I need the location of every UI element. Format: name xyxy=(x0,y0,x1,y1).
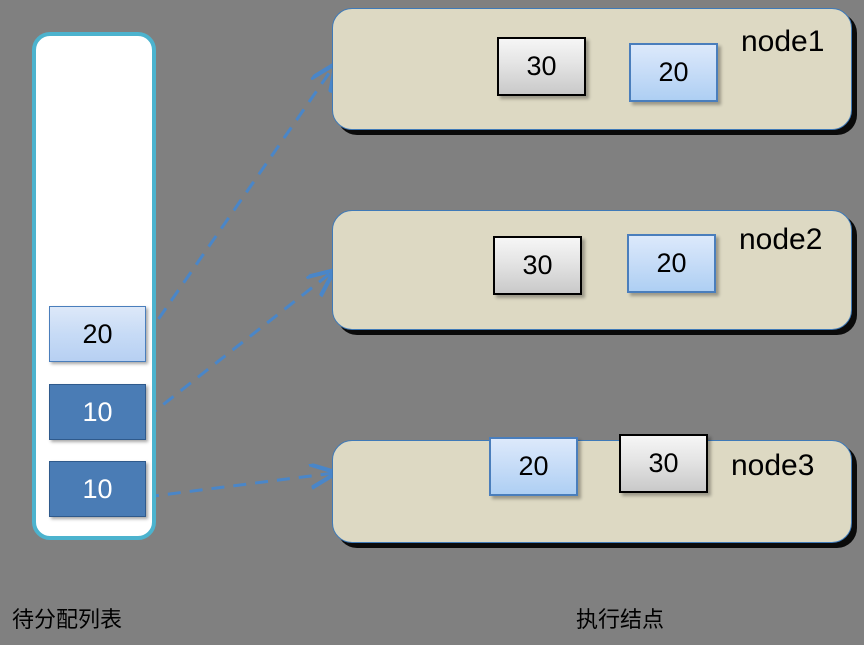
node2-chip-0-value: 30 xyxy=(522,250,553,280)
node2-chip-0[interactable]: 30 xyxy=(493,236,582,295)
pending-list-item-2[interactable]: 10 xyxy=(49,461,146,517)
pending-list-item-1[interactable]: 10 xyxy=(49,384,146,440)
node3-chip-0[interactable]: 20 xyxy=(489,437,578,496)
arrow-item0-to-node1 xyxy=(144,66,334,338)
node3-chip-1[interactable]: 30 xyxy=(619,434,708,493)
nodes-section-caption: 执行结点 xyxy=(576,608,665,633)
node1-chip-1[interactable]: 20 xyxy=(629,43,718,102)
pending-list-caption: 待分配列表 xyxy=(12,608,123,633)
pending-list-item-2-value: 10 xyxy=(82,473,113,504)
node2-chip-1[interactable]: 20 xyxy=(627,234,716,293)
arrow-item2-to-node3 xyxy=(145,473,334,499)
node1-label: node1 xyxy=(741,25,825,58)
pending-list-container: 20 10 10 xyxy=(32,32,156,540)
node2-chip-1-value: 20 xyxy=(656,248,687,278)
node-panel-3[interactable]: 20 30 node3 xyxy=(332,434,852,543)
node3-chip-0-value: 20 xyxy=(518,451,549,481)
pending-list-item-0-value: 20 xyxy=(82,318,113,349)
node1-chip-0-value: 30 xyxy=(526,51,557,81)
node3-chip-1-value: 30 xyxy=(648,448,679,478)
pending-list-item-0[interactable]: 20 xyxy=(49,306,146,362)
arrow-item1-to-node2 xyxy=(145,272,332,420)
node1-chip-1-value: 20 xyxy=(658,57,689,87)
node3-label: node3 xyxy=(731,449,815,482)
node1-chip-0[interactable]: 30 xyxy=(497,37,586,96)
node-panel-2[interactable]: 30 20 node2 xyxy=(332,210,852,330)
node2-label: node2 xyxy=(739,223,823,256)
pending-list-item-1-value: 10 xyxy=(82,396,113,427)
node-panel-1[interactable]: 30 20 node1 xyxy=(332,8,852,130)
